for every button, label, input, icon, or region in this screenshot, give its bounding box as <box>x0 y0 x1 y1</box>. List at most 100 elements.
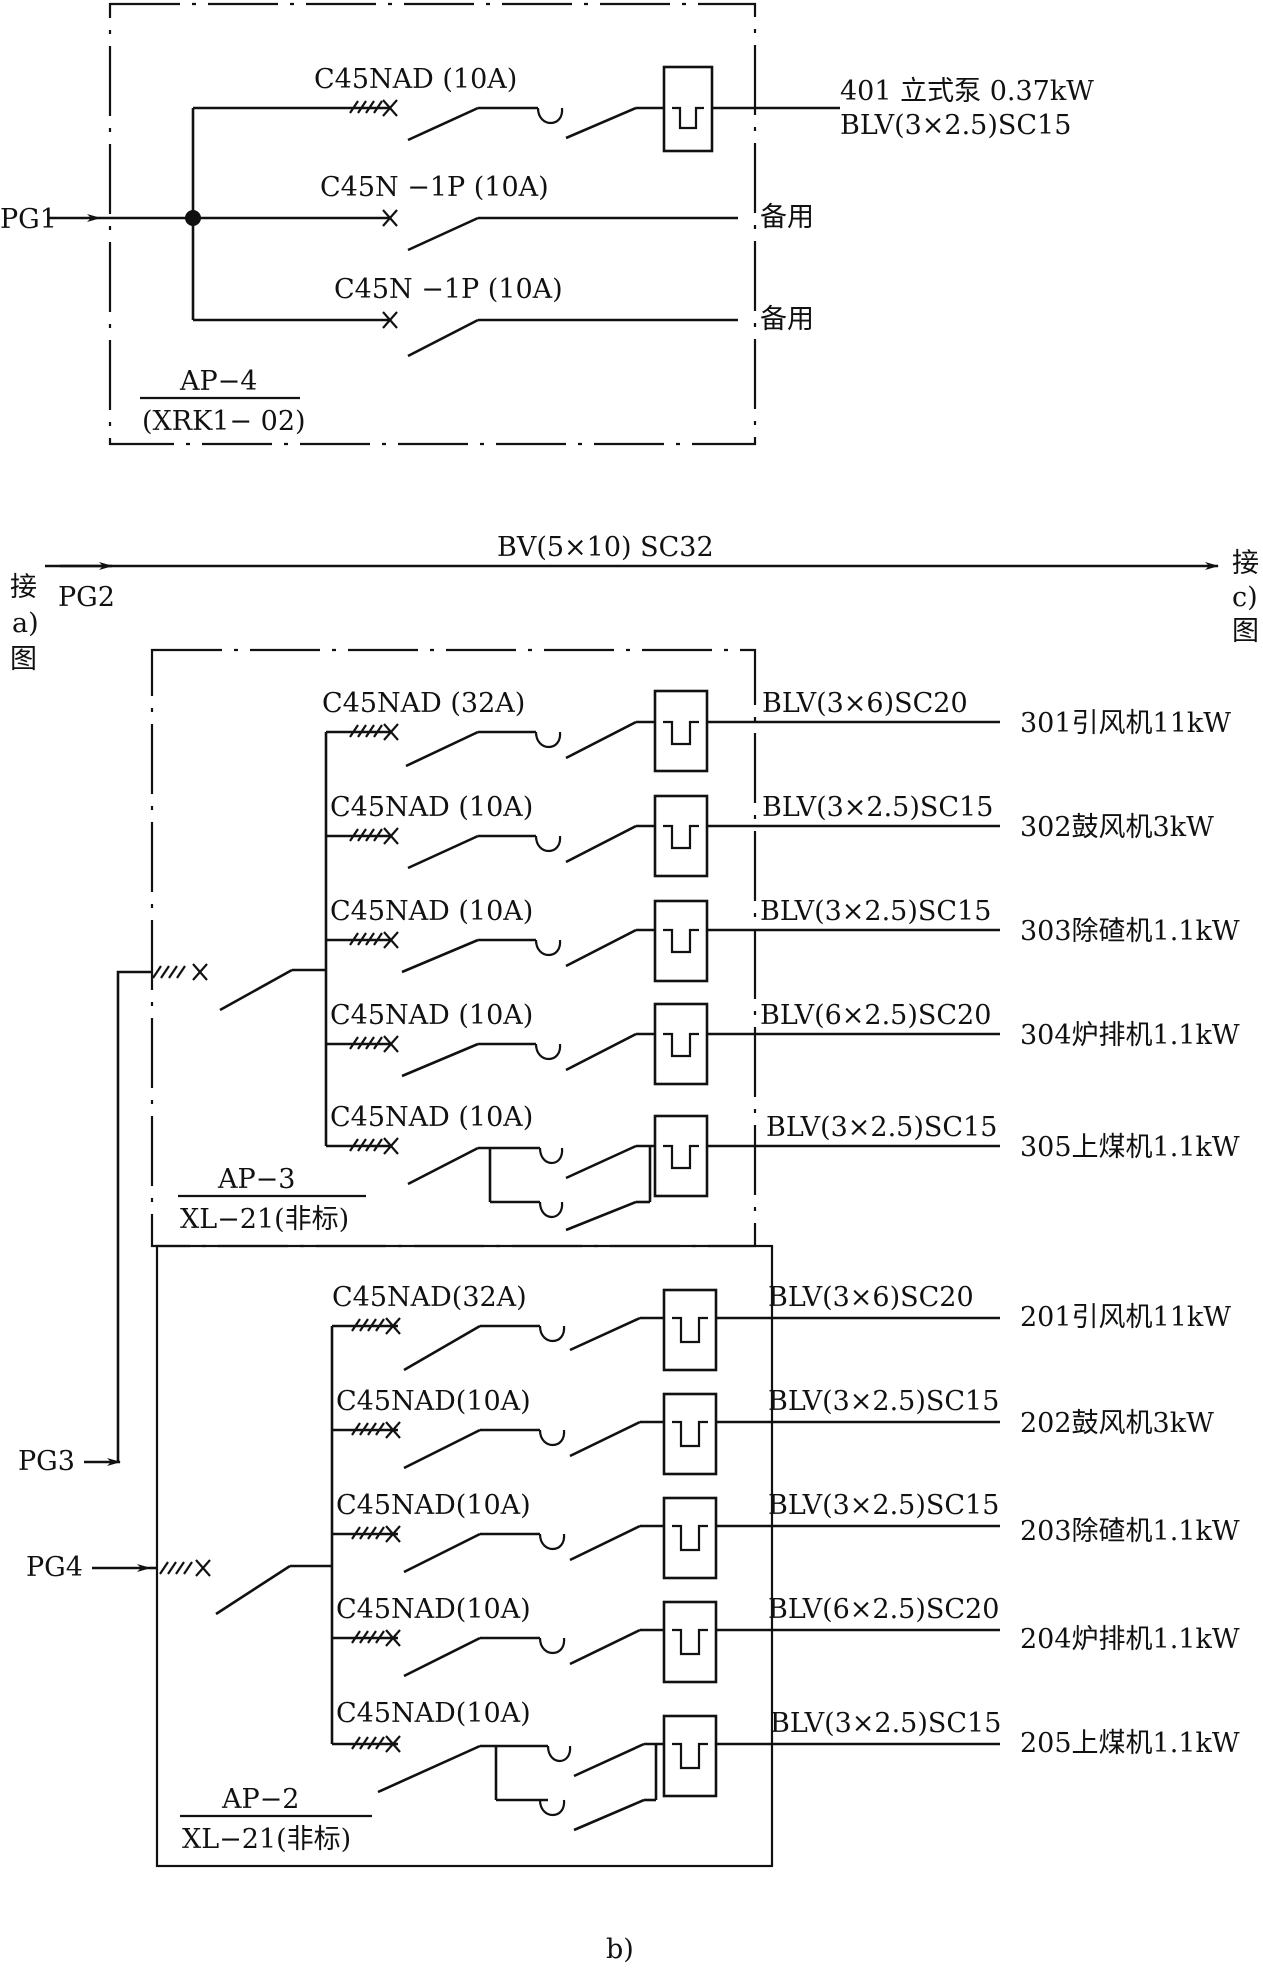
ap2-cable-label-5: BLV(3×2.5)SC15 <box>770 1708 1001 1739</box>
thermal-relay-symbol <box>662 1496 718 1580</box>
bus-right-note: 接 c) 图 <box>1232 548 1263 647</box>
ap2-circuit-2: C45NAD(10A) BLV(3×2.5)SC15 202鼓风机3kW <box>332 1386 1214 1476</box>
breaker-x-mark <box>383 1035 399 1053</box>
multi-pole-marks <box>349 1138 383 1152</box>
main-breaker-x-mark <box>192 963 208 981</box>
ap2-breaker-label-5: C45NAD(10A) <box>336 1698 531 1729</box>
ap3-circuit-3: C45NAD (10A) BLV(3×2.5)SC15 303除碴机1.1kW <box>326 896 1240 983</box>
ap2-load-label-5: 205上煤机1.1kW <box>1020 1728 1240 1759</box>
ap3-breaker-label-3: C45NAD (10A) <box>330 896 533 927</box>
breaker-blade <box>407 216 479 252</box>
feeder-label-pg3: PG3 <box>18 1446 75 1477</box>
main-breaker-blade <box>219 968 293 1012</box>
ap2-panel-name: AP−2 <box>221 1784 299 1815</box>
breaker-x-mark <box>383 1137 399 1155</box>
thermal-relay-symbol <box>653 1114 709 1198</box>
ap3-breaker-label-1: C45NAD (32A) <box>322 688 525 719</box>
ap2-load-label-2: 202鼓风机3kW <box>1020 1408 1214 1439</box>
main-breaker-blade <box>215 1564 291 1616</box>
ap4-circuit-2: C45N −1P (10A) 备用 <box>320 172 814 252</box>
ap3-panel-name: AP−3 <box>217 1164 295 1195</box>
ap3-panel-model: XL−21(非标) <box>180 1204 349 1235</box>
ap4-breaker-label-3: C45N −1P (10A) <box>334 274 563 305</box>
ap4-panel-name: AP−4 <box>179 366 257 397</box>
bus-left-note: 接 a) 图 <box>10 572 47 675</box>
multi-pole-marks <box>349 1036 383 1050</box>
multi-pole-marks <box>159 1561 193 1575</box>
ap4-cable-label-1: BLV(3×2.5)SC15 <box>840 110 1071 141</box>
breaker-blade <box>407 106 479 142</box>
multi-pole-marks <box>349 724 383 738</box>
ap3-cable-label-3: BLV(3×2.5)SC15 <box>760 896 991 927</box>
ap3-breaker-label-2: C45NAD (10A) <box>330 792 533 823</box>
ap2-load-label-1: 201引风机11kW <box>1020 1302 1231 1333</box>
ap3-cable-label-4: BLV(6×2.5)SC20 <box>760 1000 991 1031</box>
ap4-load-label-1: 401 立式泵 0.37kW <box>840 76 1094 107</box>
thermal-relay-symbol <box>662 65 714 153</box>
panel-ap4: PG1 <box>0 2 1094 446</box>
panel-ap3-enclosure <box>150 648 757 1248</box>
thermal-relay-symbol <box>662 1714 718 1798</box>
ap3-circuit-2: C45NAD (10A) BLV(3×2.5)SC15 302鼓风机3kW <box>326 792 1214 878</box>
breaker-x-mark <box>382 99 398 117</box>
ap4-load-label-2: 备用 <box>760 202 814 233</box>
ap4-circuit-3: C45N −1P (10A) 备用 <box>193 274 814 358</box>
ap2-circuit-5: C45NAD(10A) BLV(3×2.5)SC15 205上煤机1.1kW <box>332 1698 1240 1832</box>
main-breaker-x-mark <box>195 1559 211 1577</box>
thermal-relay-symbol <box>662 1392 718 1476</box>
ap2-cable-label-4: BLV(6×2.5)SC20 <box>768 1594 999 1625</box>
breaker-x-mark <box>385 1421 401 1439</box>
ap3-load-label-4: 304炉排机1.1kW <box>1020 1020 1240 1051</box>
thermal-relay-symbol <box>653 899 709 983</box>
ap3-breaker-label-4: C45NAD (10A) <box>330 1000 533 1031</box>
breaker-x-mark <box>385 1735 401 1753</box>
ap2-breaker-label-4: C45NAD(10A) <box>336 1594 531 1625</box>
ap3-load-label-5: 305上煤机1.1kW <box>1020 1132 1240 1163</box>
ap2-cable-label-3: BLV(3×2.5)SC15 <box>768 1490 999 1521</box>
ap3-cable-label-1: BLV(3×6)SC20 <box>762 688 968 719</box>
multi-pole-marks <box>351 1318 385 1332</box>
thermal-relay-symbol <box>653 794 709 878</box>
panel-ap2-enclosure <box>155 1244 774 1868</box>
multi-pole-marks <box>351 1422 385 1436</box>
breaker-x-mark <box>382 311 398 329</box>
ap3-load-label-2: 302鼓风机3kW <box>1020 812 1214 843</box>
ap2-load-label-4: 204炉排机1.1kW <box>1020 1624 1240 1655</box>
thermal-relay-symbol <box>662 1600 718 1684</box>
ap2-circuit-3: C45NAD(10A) BLV(3×2.5)SC15 203除碴机1.1kW <box>332 1490 1240 1580</box>
ap3-circuit-1: C45NAD (32A) BLV(3×6)SC20 301引风机11kW <box>322 688 1231 773</box>
contact-hook <box>536 107 564 124</box>
breaker-x-mark <box>383 931 399 949</box>
bus-cable-label: BV(5×10) SC32 <box>497 532 714 563</box>
multi-pole-marks <box>152 965 186 979</box>
breaker-blade <box>407 318 479 358</box>
panel-ap4-enclosure <box>108 2 757 446</box>
ap2-panel-model: XL−21(非标) <box>182 1824 351 1855</box>
ap4-breaker-label-1: C45NAD (10A) <box>314 64 517 95</box>
thermal-relay-symbol <box>662 1288 718 1372</box>
ap2-circuit-1: C45NAD(32A) BLV(3×6)SC20 201引风机11kW <box>332 1282 1231 1372</box>
panel-ap3: C45NAD (32A) BLV(3×6)SC20 301引风机11kW <box>116 688 1240 1462</box>
ap2-breaker-label-3: C45NAD(10A) <box>336 1490 531 1521</box>
ap3-circuit-5: C45NAD (10A) BLV(3×2.5)SC15 305上煤机1.1kW <box>326 1102 1240 1232</box>
multi-pole-marks <box>351 1736 385 1750</box>
ap3-circuit-4: C45NAD (10A) BLV(6×2.5)SC20 304炉排机1.1kW <box>326 1000 1240 1086</box>
ap2-cable-label-1: BLV(3×6)SC20 <box>768 1282 974 1313</box>
breaker-x-mark <box>385 1629 401 1647</box>
panel-ap2: PG3 PG4 <box>18 1282 1240 1855</box>
ap4-circuit-1: C45NAD (10A) 401 立式泵 0.37kW BLV(3×2.5)SC… <box>193 64 1094 153</box>
figure-caption: b) <box>606 1934 634 1965</box>
multi-pole-marks <box>351 1526 385 1540</box>
multi-pole-marks <box>351 1630 385 1644</box>
ap4-load-label-3: 备用 <box>760 304 814 335</box>
thermal-relay-symbol <box>653 689 709 773</box>
ap2-cable-label-2: BLV(3×2.5)SC15 <box>768 1386 999 1417</box>
ap3-breaker-label-5: C45NAD (10A) <box>330 1102 533 1133</box>
breaker-x-mark <box>383 723 399 741</box>
contactor-blade <box>565 106 637 140</box>
ap4-panel-model: (XRK1− 02) <box>142 406 306 437</box>
breaker-x-mark <box>383 827 399 845</box>
bus-feeder-pg2: PG2 <box>58 582 115 613</box>
breaker-x-mark <box>385 1317 401 1335</box>
